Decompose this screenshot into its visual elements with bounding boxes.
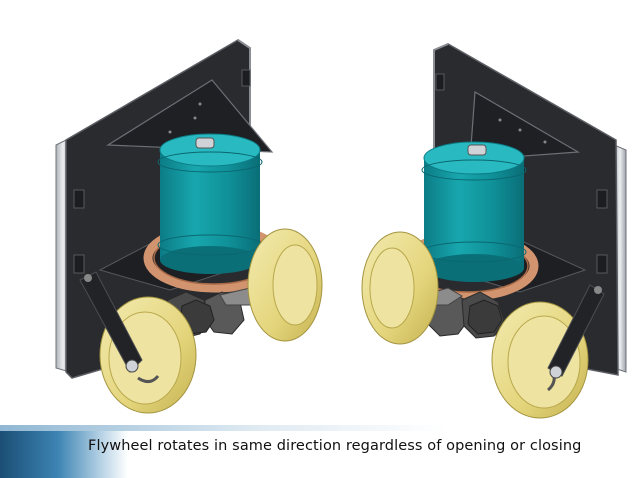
left-arm [79,271,143,373]
right-gears [419,287,505,339]
slide-caption: Flywheel rotates in same direction regar… [88,438,582,454]
right-motor [424,158,524,268]
caption-band [0,425,638,478]
left-flywheel-assembly [55,39,323,414]
left-gears [161,287,263,339]
left-motor [160,150,260,260]
right-flywheel-assembly [361,43,627,419]
